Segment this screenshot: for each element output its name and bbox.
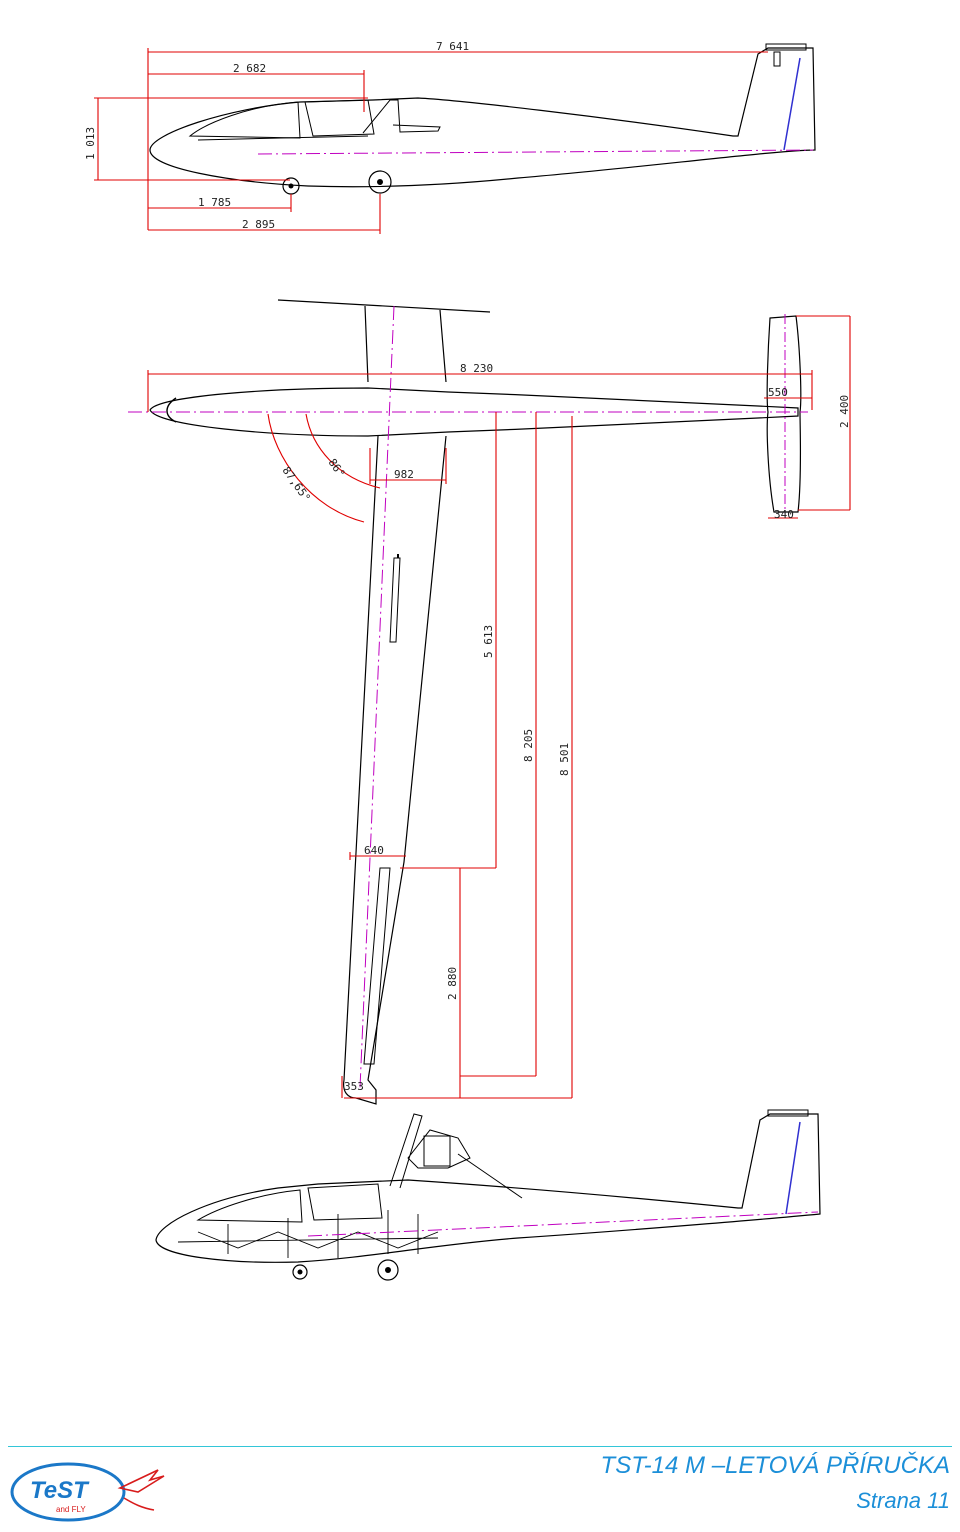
dim-angle-1: 87,65° xyxy=(280,464,313,504)
cutaway-structure xyxy=(177,1210,439,1258)
logo-plane-icon xyxy=(117,1469,165,1493)
cutaway-main-wheel xyxy=(377,1259,399,1281)
top-view: 8 230 550 2 400 340 982 87,65° 86° 5 613… xyxy=(128,299,851,1105)
dim-flap-span: 5 613 xyxy=(482,625,495,658)
side-fuselage-outline xyxy=(149,47,816,188)
side-wing-root xyxy=(362,99,441,134)
side-main-wheel-hub xyxy=(377,179,383,185)
side-main-wheel xyxy=(368,170,392,194)
side-view: 7 641 2 682 1 013 1 785 2 895 xyxy=(84,40,816,234)
side-rudder-line xyxy=(783,57,801,151)
side-centerline xyxy=(257,149,814,155)
cutaway-front-hub xyxy=(297,1269,303,1275)
dim-canopy-length: 2 682 xyxy=(233,62,266,75)
side-canopy xyxy=(188,99,375,139)
side-fin-hinge xyxy=(773,51,781,67)
footer-rule xyxy=(8,1446,952,1447)
cutaway-rudder-line xyxy=(785,1121,801,1215)
dim-elevator-tip: 340 xyxy=(774,508,794,521)
footer-title: TST-14 M –LETOVÁ PŘÍRUČKA xyxy=(600,1452,950,1479)
dim-fuselage-length: 8 230 xyxy=(460,362,493,375)
dim-wing-root-chord: 982 xyxy=(394,468,414,481)
dim-aileron-span: 8 205 xyxy=(522,729,535,762)
cutaway-main-hub xyxy=(385,1267,391,1273)
cutaway-centerline xyxy=(307,1211,819,1237)
dim-mid-chord: 640 xyxy=(364,844,384,857)
cutaway-mast xyxy=(389,1113,523,1199)
cutaway-view xyxy=(155,1109,821,1281)
dim-aileron-length: 2 880 xyxy=(446,967,459,1000)
top-lower-wing xyxy=(343,435,447,1105)
logo-swoosh-icon xyxy=(123,1497,155,1511)
cutaway-fuselage-outline xyxy=(155,1113,821,1263)
logo-ring xyxy=(10,1462,126,1522)
side-canopy-frame xyxy=(197,135,369,141)
dim-tip-chord: 353 xyxy=(344,1080,364,1093)
top-aileron xyxy=(363,867,391,1065)
side-fin-top xyxy=(765,43,807,51)
dim-half-span: 8 501 xyxy=(558,743,571,776)
top-fuselage xyxy=(149,387,799,437)
top-airbrake xyxy=(389,557,401,643)
dim-main-wheel: 2 895 xyxy=(242,218,275,231)
side-front-wheel-hub xyxy=(288,183,294,189)
dim-stab-span: 2 400 xyxy=(838,395,851,428)
side-dimensions xyxy=(94,48,768,234)
top-upper-wing xyxy=(277,299,491,383)
cutaway-fin-top xyxy=(767,1109,809,1117)
top-nose xyxy=(166,397,177,423)
top-wing-axis xyxy=(359,305,395,1089)
dim-stab-chord: 550 xyxy=(768,386,788,399)
dim-height: 1 013 xyxy=(84,127,97,160)
three-view-drawing: 7 641 2 682 1 013 1 785 2 895 xyxy=(84,40,851,1281)
top-stabilizer xyxy=(766,315,802,513)
cutaway-front-wheel xyxy=(292,1264,308,1280)
test-and-fly-logo: TeST and FLY xyxy=(10,1462,165,1522)
top-dimensions xyxy=(147,315,851,1099)
drawing-panel: 7 641 2 682 1 013 1 785 2 895 xyxy=(78,18,886,1326)
logo-main-text: TeST xyxy=(30,1477,90,1504)
footer-page-number: Strana 11 xyxy=(856,1488,950,1513)
cutaway-canopy xyxy=(196,1183,383,1223)
cutaway-engine xyxy=(423,1135,451,1167)
logo-sub-text: and FLY xyxy=(56,1505,86,1514)
dim-overall-length: 7 641 xyxy=(436,40,469,53)
dim-front-wheel: 1 785 xyxy=(198,196,231,209)
